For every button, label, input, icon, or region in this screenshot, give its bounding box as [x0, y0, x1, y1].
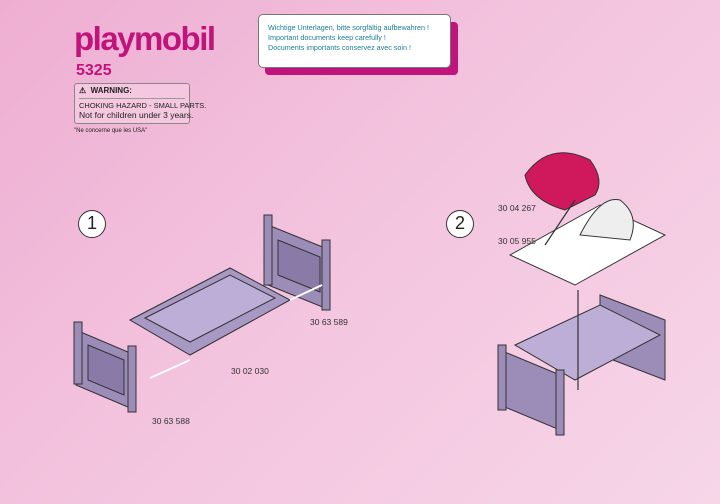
warning-title: ⚠ WARNING: [79, 86, 185, 99]
warning-line2: Not for children under 3 years. [79, 110, 194, 120]
notice-box: Wichtige Unterlagen, bitte sorgfältig au… [258, 14, 451, 68]
model-number: 5325 [76, 62, 112, 79]
step1-footboard [73, 321, 137, 413]
warning-title-text: WARNING: [90, 86, 132, 95]
notice-de: Wichtige Unterlagen, bitte sorgfältig au… [268, 23, 430, 32]
part-number: 30 04 267 [498, 203, 536, 213]
part-number: 30 63 589 [310, 317, 348, 327]
notice-en: Important documents keep carefully ! [268, 33, 386, 42]
warning-icon: ⚠ [79, 86, 89, 95]
part-number: 30 02 030 [231, 366, 269, 376]
warning-line1: CHOKING HAZARD - SMALL PARTS. [79, 101, 207, 110]
step2-arrows [544, 199, 579, 390]
part-number: 30 63 588 [152, 416, 190, 426]
step-2-badge: 2 [446, 210, 474, 238]
step2-mattress [508, 198, 667, 286]
part-number: 30 05 955 [498, 236, 536, 246]
usa-footnote: "Ne concerne que les USA" [74, 128, 148, 134]
step-1-badge: 1 [78, 210, 106, 238]
playmobil-logo: playmobil [74, 20, 216, 57]
step1-headboard [263, 214, 331, 311]
warning-box: ⚠ WARNING: CHOKING HAZARD - SMALL PARTS.… [74, 83, 207, 124]
step2-bed [497, 294, 666, 436]
step1-arrows [149, 284, 323, 379]
notice-fr: Documents importants conservez avec soin… [268, 43, 412, 52]
step2-blanket [524, 152, 600, 211]
